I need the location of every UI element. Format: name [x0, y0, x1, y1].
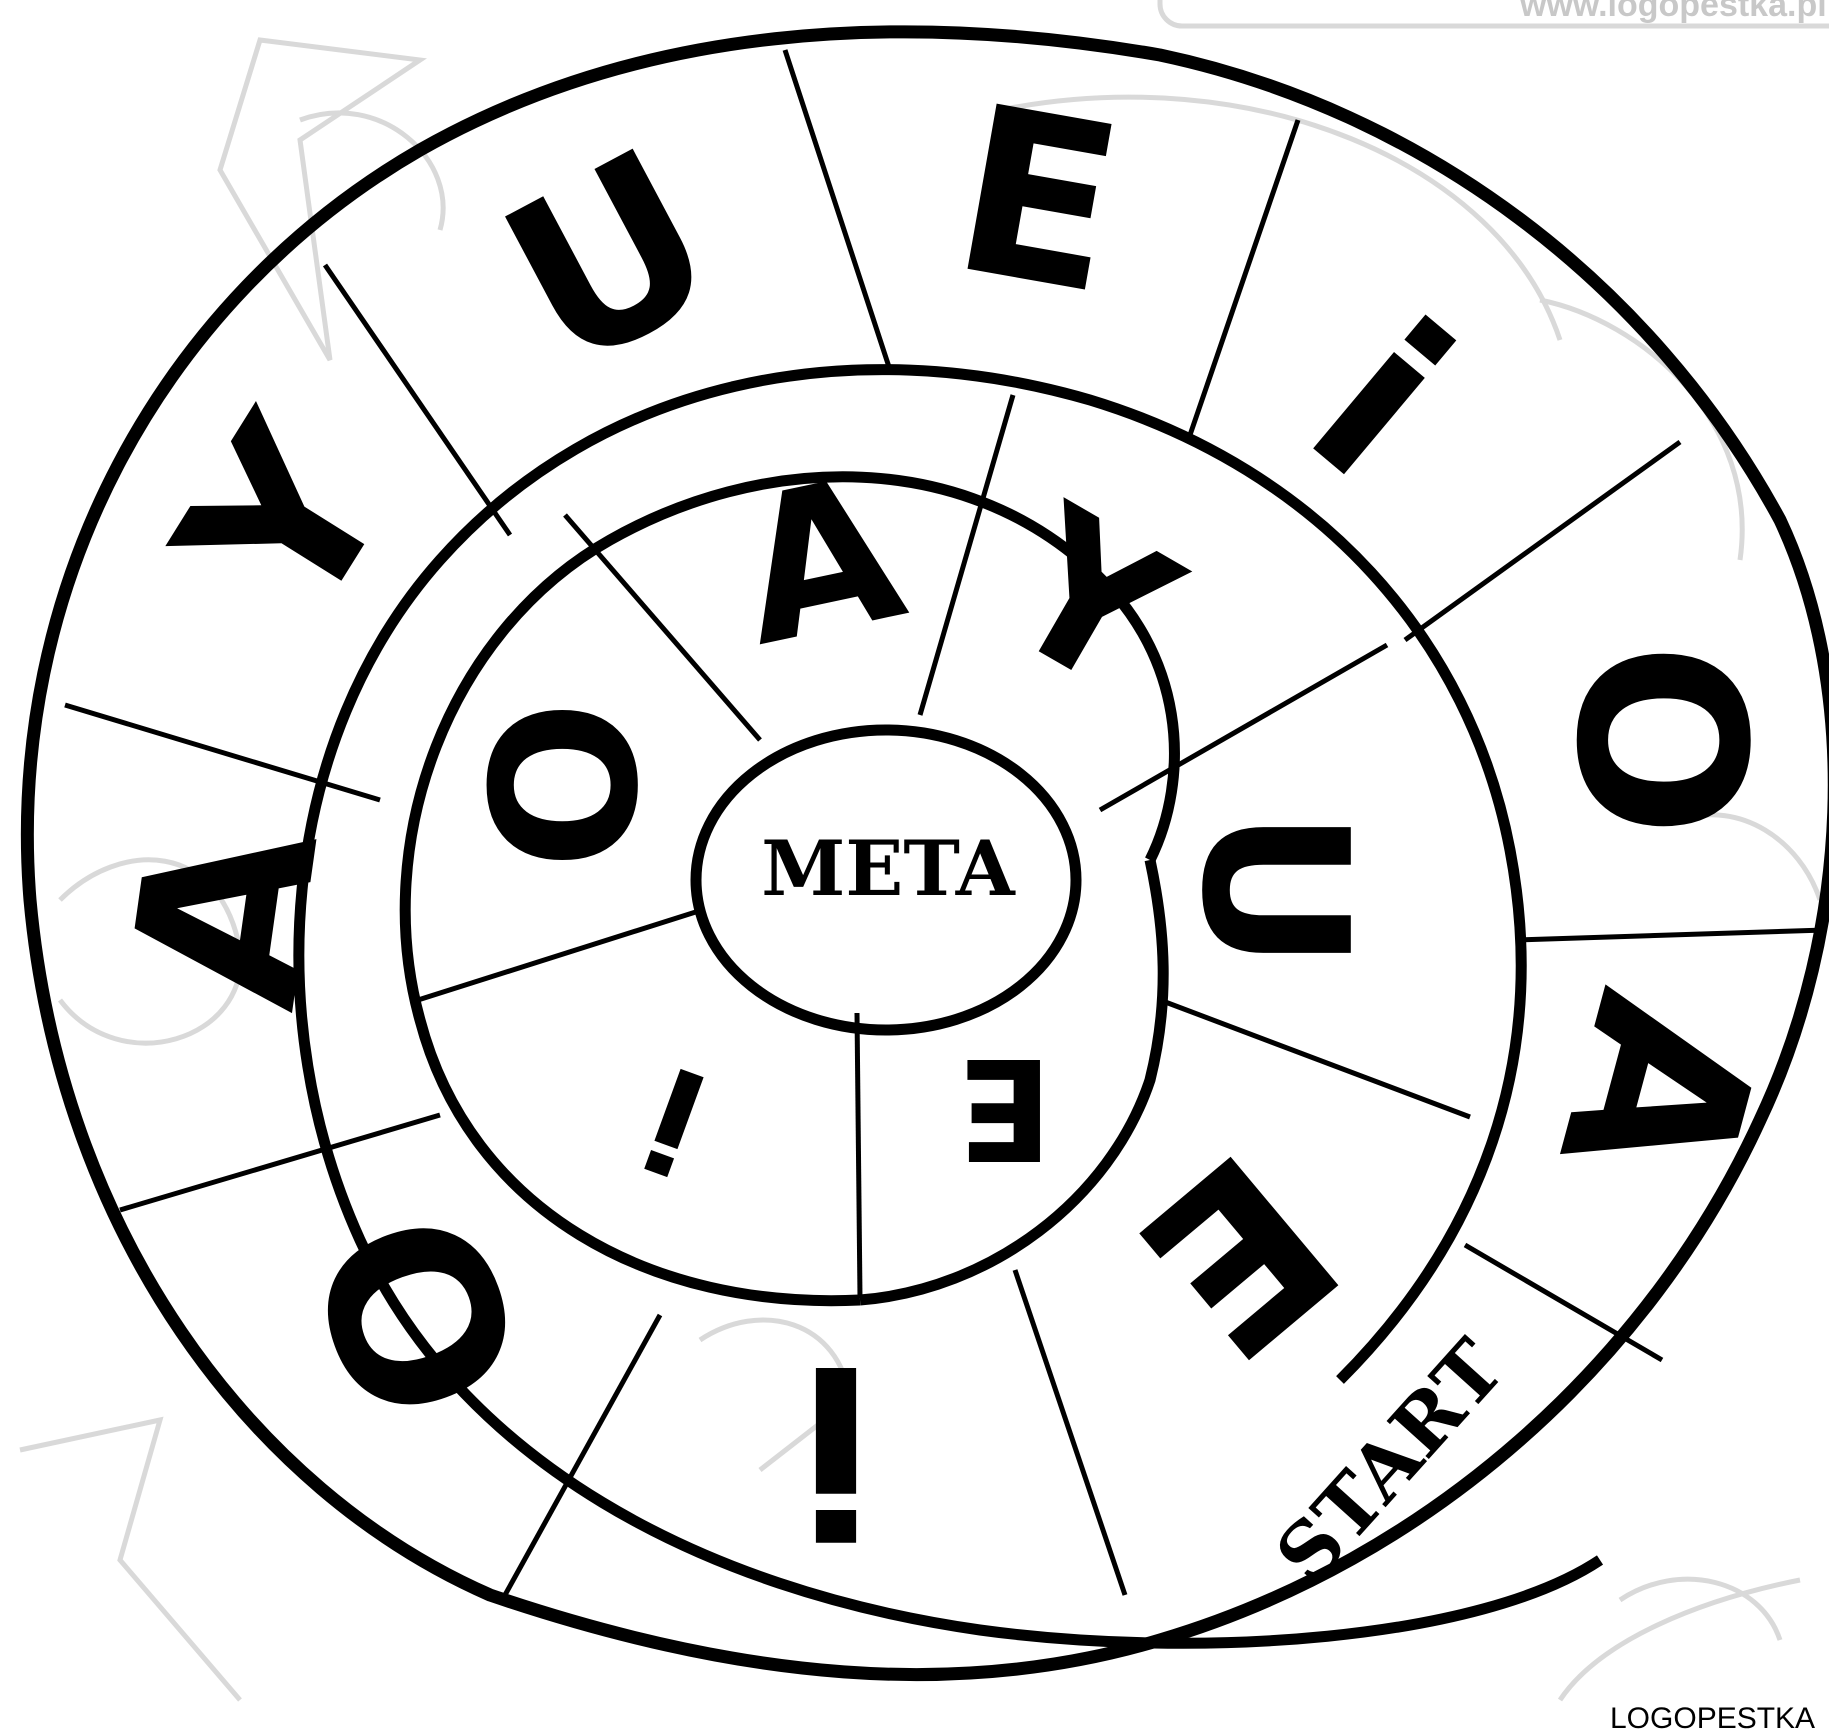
footer-brand: LOGOPESTKA: [1610, 1702, 1815, 1732]
inner-letter-4: E: [957, 1026, 1053, 1189]
inner-letter-1: A: [720, 431, 920, 691]
outer-letter-7: i: [797, 1313, 876, 1580]
outer-letter-5: A: [1507, 969, 1811, 1210]
inner-letter-5: i: [625, 1033, 726, 1203]
outer-letter-1: U: [466, 100, 756, 423]
outer-letter-9: A: [82, 808, 371, 1021]
inner-letter-2: Y: [967, 463, 1213, 739]
inner-letter-6: O: [450, 700, 683, 870]
finish-label: META: [761, 824, 1015, 913]
watermark-text: www.logopestka.pl: [1519, 0, 1827, 24]
outer-letter-3: i: [1263, 274, 1495, 529]
outer-letter-6: E: [1091, 1101, 1383, 1407]
outer-letter-4: O: [1525, 642, 1792, 838]
outer-letter-2: E: [937, 56, 1138, 346]
outer-letter-8: O: [263, 1177, 581, 1452]
inner-letter-3: U: [1157, 809, 1390, 971]
